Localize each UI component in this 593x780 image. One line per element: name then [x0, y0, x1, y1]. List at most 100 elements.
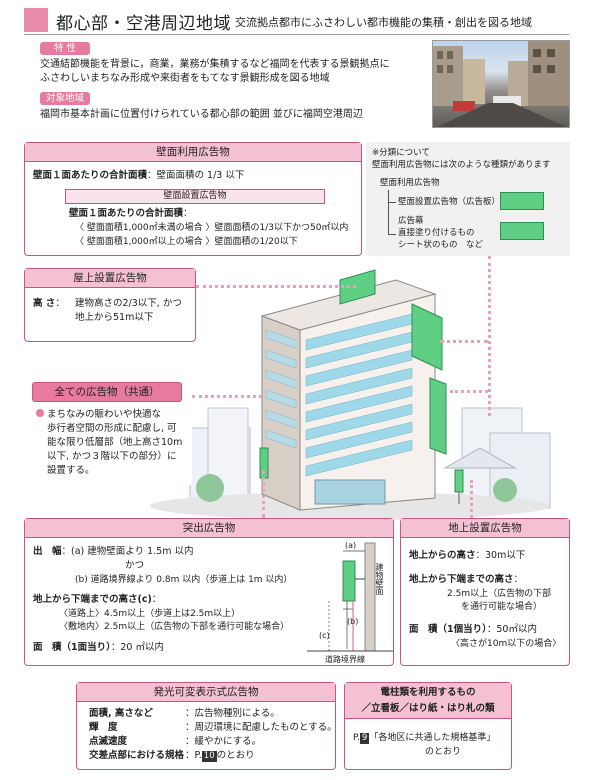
protruding-width: 出 幅：(a) 建物壁面より 1.5m 以内 [33, 545, 193, 559]
light-r3-value: ：緩やかにする。 [185, 736, 262, 747]
wall-ad-title: 壁面利用広告物 [25, 143, 361, 162]
header-marker [24, 8, 48, 32]
connector-protruding [262, 470, 265, 518]
poles-pre: P. [353, 733, 360, 743]
diagram-label-c: (c) [319, 631, 330, 640]
classification-root: 壁面利用広告物 [380, 178, 440, 188]
protruding-area-label: 面 積（1面当り） [33, 642, 111, 653]
common-ads-title: 全ての広告物（共通） [32, 382, 182, 402]
banner-swatch [500, 222, 544, 240]
light-r4-label: 交差点部における規格 [89, 750, 185, 761]
classification-panel: ※分類について 壁面利用広告物には次のような種類があります 壁面利用広告物 壁面… [366, 142, 570, 256]
target-label: 対象地域 [40, 92, 90, 105]
poles-ref: P.9「各地区に共通した規格基準」 [353, 731, 495, 745]
ground-box: 地上設置広告物 地上からの高さ：30m以下 地上から下端までの高さ： 2.5m以… [400, 518, 570, 666]
wall-sign-swatch [500, 192, 544, 210]
ground-bottom-colon: ： [513, 574, 524, 585]
connector-wall-side [440, 340, 488, 343]
features-label: 特 性 [40, 42, 90, 55]
wall-ad-total-label: 壁面１面あたりの合計面積 [33, 170, 148, 181]
ground-area: 面 積（1個当り）：50㎡以内 [409, 623, 537, 637]
common-ads-text-1: まちなみの賑わいや快適な [47, 409, 162, 420]
wall-mount-total: 壁面１面あたりの合計面積： [69, 207, 193, 221]
wall-mount-total-colon: ： [183, 208, 193, 219]
protruding-height-road: 〈道路上〉4.5m以上（歩道上は2.5m以上） [59, 609, 241, 619]
poles-title-2: ／立看板／はり紙・はり札の類 [361, 703, 495, 714]
poles-head: 電柱類を利用するもの ／立看板／はり紙・はり札の類 [345, 683, 511, 719]
protruding-height-colon: ： [151, 594, 162, 605]
classification-item-1: 壁面設置広告物（広告板） [398, 197, 501, 207]
common-ads-line-1: まちなみの賑わいや快適な [36, 408, 161, 422]
connector-ground [470, 480, 473, 518]
poles-box: 電柱類を利用するもの ／立看板／はり紙・はり札の類 P.9「各地区に共通した規格… [344, 682, 512, 770]
header-rule [24, 34, 569, 35]
classification-item-2a: 広告幕 [398, 216, 424, 226]
light-ads-box: 発光可変表示式広告物 面積, 高さなど ：広告物種別による。 輝 度 ：周辺環境… [76, 682, 337, 770]
connector-rooftop [196, 285, 356, 288]
wall-mount-line-2: 〈 壁面面積1,000㎡以上の場合 〉壁面面積の1/20以下 [75, 237, 298, 247]
page-subtitle: 交流拠点都市にふさわしい都市機能の集積・創出を図る地域 [235, 16, 532, 29]
protruding-height: 地上から下端までの高さ(c)： [33, 593, 161, 607]
protruding-area: 面 積（1面当り）：20 ㎡以内 [33, 641, 164, 655]
wall-mount-subtitle: 壁面設置広告物 [65, 189, 325, 204]
light-r1-label: 面積, 高さなど [89, 708, 153, 719]
classification-note-2: 壁面利用広告物には次のような種類があります [372, 160, 551, 170]
features-line-2: ふさわしいまちなみ形成や来街者をもてなす景観形成を図る地域 [40, 73, 330, 84]
protruding-area-value: ：20 ㎡以内 [110, 642, 164, 653]
rooftop-box: 屋上設置広告物 高 さ： 建物高さの2/3以下, かつ 地上から51m以下 [24, 268, 196, 342]
diagram-label-b: (b) [347, 617, 359, 626]
wall-ad-total: 壁面１面あたりの合計面積：壁面面積の 1/3 以下 [33, 169, 244, 183]
ground-bottom-2: を通行可能な場合） [461, 602, 543, 612]
ground-area-value: ：50㎡以内 [486, 624, 537, 635]
rooftop-line-1: 建物高さの2/3以下, かつ [75, 298, 182, 309]
classification-item-2c: シート状のもの など [398, 240, 484, 250]
wall-ad-box: 壁面利用広告物 壁面１面あたりの合計面積：壁面面積の 1/3 以下 壁面設置広告… [24, 142, 362, 256]
connector-common [192, 395, 262, 398]
protruding-width-label: 出 幅 [33, 546, 62, 557]
protruding-width-b: (b) 道路境界線より 0.8m 以内（歩道上は 1m 以内） [75, 575, 293, 585]
diagram-label-a: (a) [345, 541, 357, 550]
rooftop-title: 屋上設置広告物 [25, 269, 195, 288]
protruding-height-site: 〈敷地内〉2.5m以上（広告物の下部を通行可能な場合） [59, 622, 290, 632]
light-r4-pre: ：P. [185, 750, 202, 761]
light-ads-title: 発光可変表示式広告物 [77, 683, 335, 702]
tree-line-2 [388, 234, 396, 235]
common-ads-line-2: 歩行者空間の形成に配慮し, 可 [47, 423, 177, 434]
light-r2-label: 輝 度 [89, 722, 118, 733]
poles-title-1: 電柱類を利用するもの [380, 687, 476, 698]
protruding-width-and: かつ [125, 560, 145, 571]
common-ads-box: 全ての広告物（共通） まちなみの賑わいや快適な 歩行者空間の形成に配慮し, 可 … [24, 382, 192, 486]
light-r1-value: ：広告物種別による。 [185, 708, 280, 719]
ground-height: 地上からの高さ：30m以下 [409, 549, 525, 563]
wall-mount-total-label: 壁面１面あたりの合計面積 [69, 208, 184, 219]
diagram-label-road: 道路境界線 [325, 655, 365, 664]
ground-title: 地上設置広告物 [401, 519, 569, 538]
common-ads-line-4: 以下, かつ３階以下の部分）に [47, 451, 177, 462]
bullet-icon [36, 409, 44, 417]
classification-note-1: ※分類について [372, 148, 430, 158]
poles-post-1: 「各地区に共通した規格基準」 [369, 733, 496, 743]
protruding-diagram [307, 542, 393, 652]
ground-bottom-label: 地上から下端までの高さ [409, 574, 514, 585]
tree-line-1 [388, 202, 396, 203]
ground-area-note: 〈高さが10m以下の場合〉 [451, 639, 562, 649]
building-illustration [150, 269, 551, 520]
protruding-title: 突出広告物 [25, 519, 393, 538]
light-r3-label: 点滅速度 [89, 736, 128, 747]
protruding-box: 突出広告物 出 幅：(a) 建物壁面より 1.5m 以内 かつ (b) 道路境界… [24, 518, 394, 666]
diagram-label-wall: 建物壁面 [375, 563, 384, 595]
wall-mount-line-1: 〈 壁面面積1,000㎡未満の場合 〉壁面面積の1/3以下かつ50㎡以内 [75, 223, 349, 233]
common-ads-line-3: 能な限り低層部（地上高さ10m [47, 437, 183, 448]
street-photo [432, 40, 570, 128]
ground-area-label: 面 積（1個当り） [409, 624, 487, 635]
rooftop-line-2: 地上から51m以下 [75, 312, 154, 323]
classification-item-2b: 直接塗り付けるもの [398, 228, 475, 238]
target-text: 福岡市基本計画に位置付けられている都心部の範囲 並びに福岡空港周辺 [40, 109, 363, 120]
page-ref-9[interactable]: 9 [359, 733, 370, 744]
wall-ad-total-value: ：壁面面積の 1/3 以下 [147, 170, 245, 181]
page-ref-10[interactable]: 10 [201, 751, 217, 762]
street-scene-graphic [433, 41, 569, 127]
poles-post-2: のとおり [425, 747, 462, 757]
ground-height-label: 地上からの高さ [409, 550, 476, 561]
